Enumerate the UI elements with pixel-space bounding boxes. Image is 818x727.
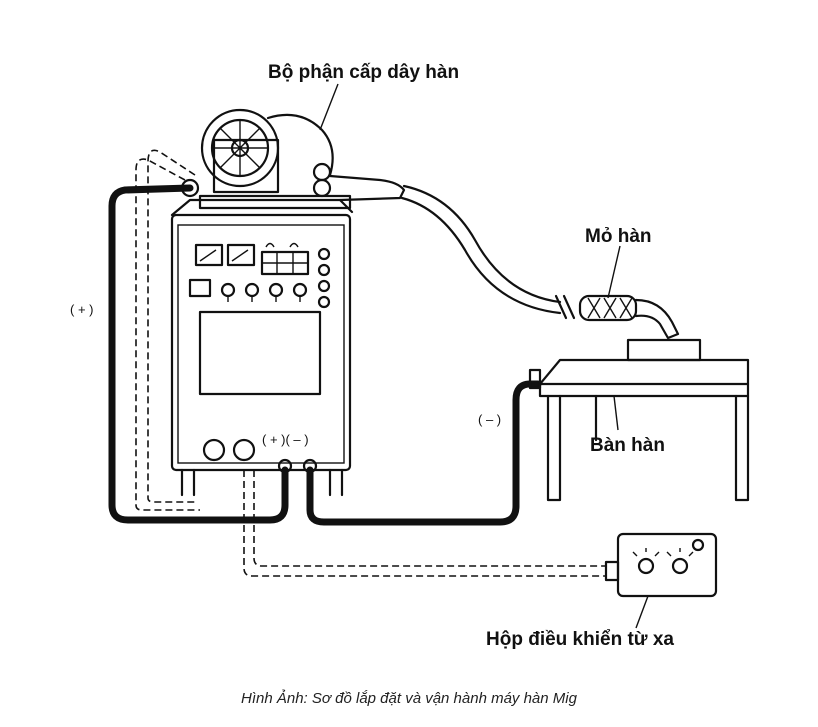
negative-cable: [306, 380, 542, 526]
remote-control-box: [604, 532, 718, 598]
wire-feeder: [180, 108, 406, 210]
torch-hose-inner: [400, 196, 562, 315]
label-terminals: ( + )( – ): [262, 432, 309, 447]
label-wire-feeder: Bộ phận cấp dây hàn: [268, 62, 459, 83]
label-positive: ( + ): [70, 302, 93, 317]
label-remote: Hộp điều khiển từ xa: [486, 629, 674, 650]
welding-torch: [578, 294, 680, 340]
torch-hose: [402, 184, 562, 304]
label-negative: ( – ): [478, 412, 501, 427]
welding-table: [528, 338, 750, 502]
positive-cable: [108, 184, 289, 524]
feeder-control-line: [135, 158, 200, 511]
remote-control-line-2: [253, 470, 606, 567]
leader-remote: [635, 595, 649, 629]
label-table: Bàn hàn: [590, 435, 665, 456]
figure-caption: Hình Ảnh: Sơ đồ lắp đặt và vận hành máy …: [241, 690, 577, 707]
leader-torch: [607, 245, 621, 299]
leader-table: [613, 395, 619, 431]
welding-machine: [170, 198, 354, 497]
label-torch: Mỏ hàn: [585, 226, 652, 247]
feeder-control-line-2: [147, 149, 196, 503]
remote-control-line: [243, 470, 606, 577]
leader-wire-feeder: [319, 83, 339, 131]
